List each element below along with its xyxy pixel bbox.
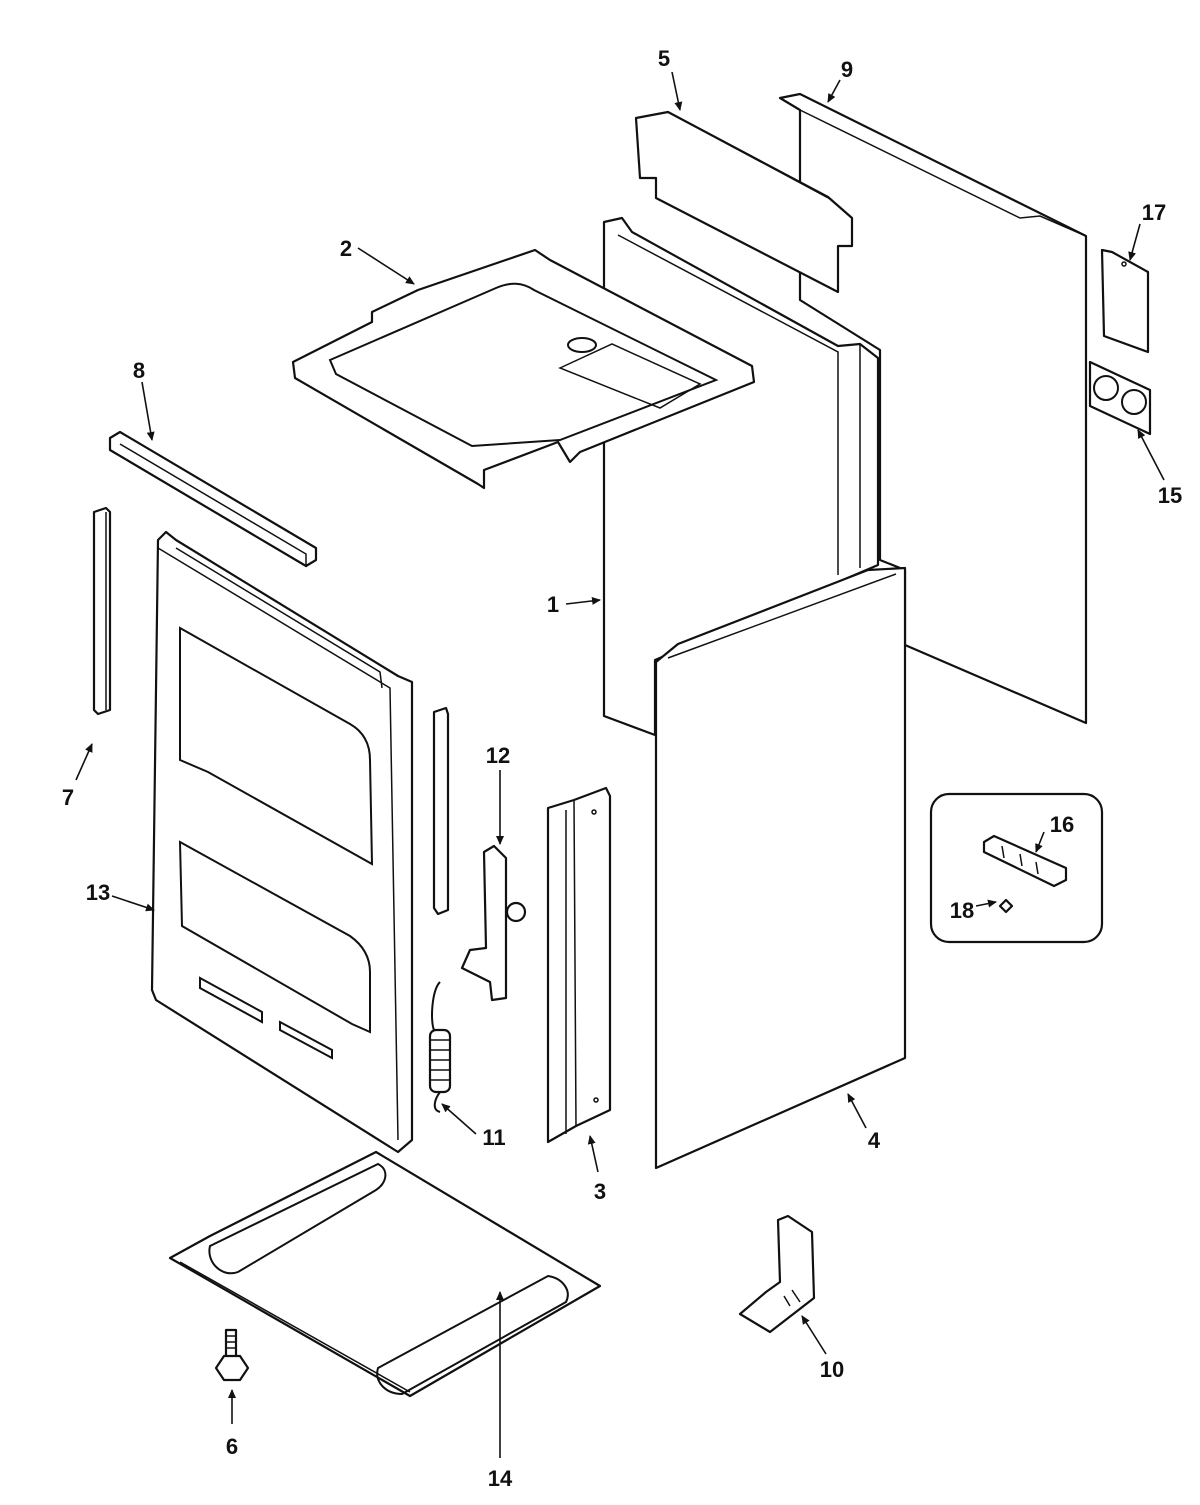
part-14-bottom-panel bbox=[168, 1150, 602, 1398]
callout-18: 18 bbox=[950, 898, 974, 923]
callout-10: 10 bbox=[820, 1357, 844, 1382]
part-17-plate bbox=[1100, 248, 1150, 354]
part-8-trim-strip bbox=[108, 430, 318, 568]
callout-17: 17 bbox=[1142, 200, 1166, 225]
callouts: 5 9 17 2 8 15 1 7 12 16 18 13 11 4 3 10 … bbox=[62, 46, 1182, 1491]
callout-4: 4 bbox=[868, 1128, 881, 1153]
part-6-leveling-foot bbox=[214, 1328, 250, 1382]
callout-9: 9 bbox=[841, 57, 853, 82]
callout-6: 6 bbox=[226, 1434, 238, 1459]
callout-16: 16 bbox=[1050, 812, 1074, 837]
part-11-spring bbox=[428, 981, 452, 1113]
callout-8: 8 bbox=[133, 358, 145, 383]
callout-11: 11 bbox=[482, 1125, 505, 1150]
callout-13: 13 bbox=[86, 880, 110, 905]
part-12-hinge bbox=[460, 844, 527, 1002]
part-5-top-cover bbox=[634, 110, 854, 294]
callout-12: 12 bbox=[486, 743, 510, 768]
callout-15: 15 bbox=[1158, 483, 1182, 508]
callout-14: 14 bbox=[488, 1466, 513, 1491]
callout-3: 3 bbox=[594, 1179, 606, 1204]
part-4-side-panel bbox=[654, 566, 907, 1170]
inset-box bbox=[929, 792, 1104, 944]
door-strip bbox=[432, 706, 450, 916]
callout-7: 7 bbox=[62, 785, 74, 810]
part-3-channel-rail bbox=[546, 786, 612, 1144]
part-7-left-strip bbox=[92, 506, 112, 716]
part-2-top-panel bbox=[291, 248, 756, 490]
callout-2: 2 bbox=[340, 236, 352, 261]
part-10-bracket bbox=[738, 1214, 816, 1334]
part-13-front-frame bbox=[150, 530, 414, 1154]
part-15-vent-plate bbox=[1088, 360, 1152, 436]
callout-1: 1 bbox=[547, 592, 559, 617]
callout-5: 5 bbox=[658, 46, 670, 71]
leader-lines bbox=[75, 71, 1165, 1458]
